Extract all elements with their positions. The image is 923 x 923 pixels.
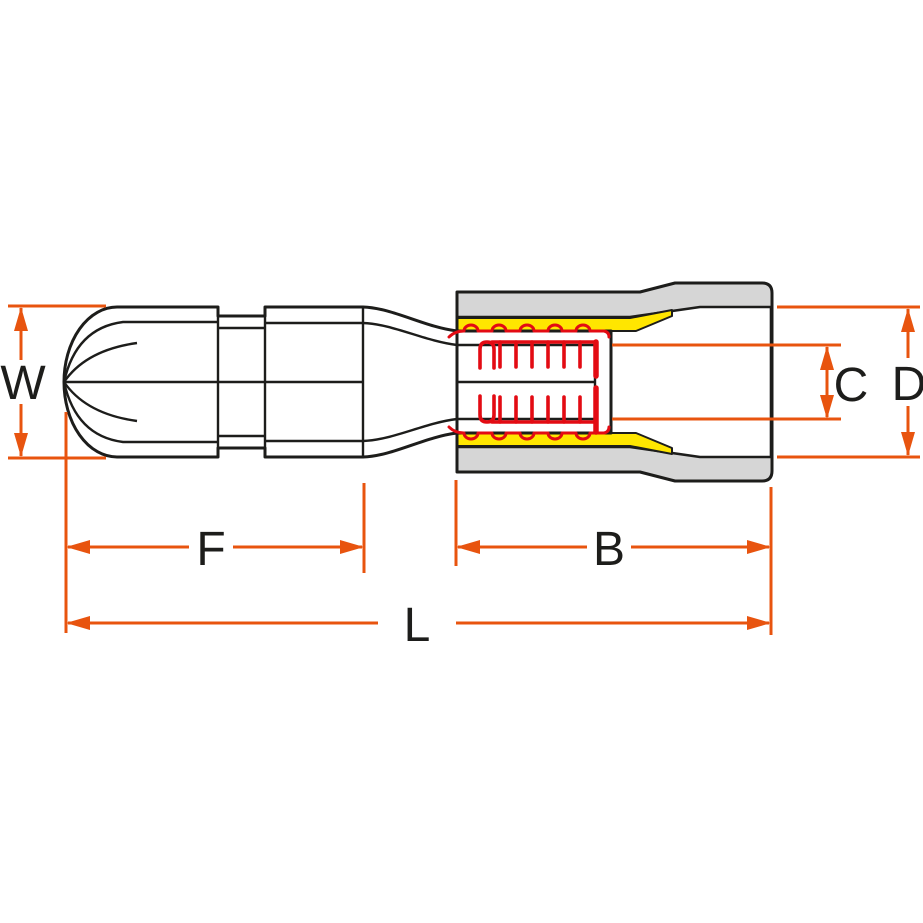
b-arrowhead-right (747, 540, 771, 554)
wire-strands (447, 323, 611, 441)
f-arrowhead-left (66, 540, 90, 554)
dim-label-f: F (196, 523, 225, 576)
wire-serration-bottom (447, 425, 611, 441)
bullet-short-curve-top (63, 341, 138, 383)
d-label-gap (886, 358, 923, 406)
bullet-inner-curve-bottom (62, 381, 218, 444)
wire-teeth-top (498, 340, 582, 369)
wire-strand-comb-top (478, 339, 599, 379)
bullet-short-curve-bottom (63, 381, 138, 423)
dimension-l: L (66, 598, 771, 652)
wire-serration-top (447, 323, 611, 339)
wire-loop-top (478, 340, 496, 370)
taper-inner-bottom (362, 417, 595, 443)
l-label-gap (378, 598, 456, 646)
w-label-gap (1, 360, 43, 404)
wire-strand-comb-bottom (478, 385, 599, 435)
w-arrowhead-up (14, 307, 28, 331)
wire-loop-bottom (478, 394, 496, 424)
dim-label-c: C (834, 359, 869, 412)
d-arrowhead-up (901, 308, 915, 332)
l-arrowhead-right (747, 616, 771, 630)
c-arrowhead-down (820, 395, 834, 419)
f-label-gap (189, 526, 233, 568)
dimension-f: F (64, 412, 366, 633)
wire-teeth-bottom (498, 395, 582, 424)
taper-inner-top (362, 321, 595, 347)
w-arrowhead-down (14, 433, 28, 457)
dim-label-d: D (892, 358, 923, 411)
dim-label-w: W (0, 357, 46, 410)
b-label-gap (587, 526, 631, 568)
metal-terminal (62, 292, 613, 472)
l-arrowhead-left (66, 616, 90, 630)
b-arrowhead-left (456, 540, 480, 554)
f-arrowhead-right (340, 540, 364, 554)
dim-label-b: B (593, 523, 625, 576)
dimension-w: W (0, 304, 106, 460)
dim-label-l: L (404, 599, 431, 652)
dimension-d: D (777, 305, 923, 459)
d-arrowhead-down (901, 432, 915, 456)
dimension-c: C (612, 343, 869, 421)
bullet-inner-curve-top (62, 320, 218, 383)
terminal-detail-lines (62, 307, 597, 457)
c-arrowhead-up (820, 346, 834, 370)
dimension-b: B (454, 480, 773, 635)
